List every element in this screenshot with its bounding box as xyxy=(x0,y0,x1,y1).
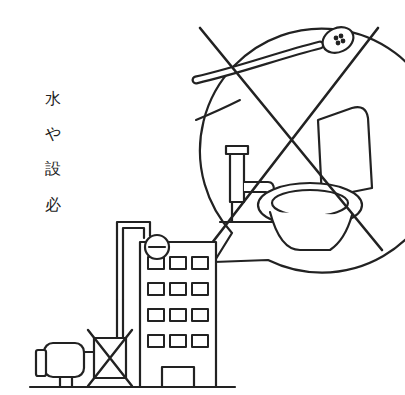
window xyxy=(170,309,186,321)
text-fragment: 設 xyxy=(45,160,61,178)
window xyxy=(148,309,164,321)
window xyxy=(170,257,186,269)
window xyxy=(170,283,186,295)
window xyxy=(192,335,208,347)
speech-bubble xyxy=(200,29,405,273)
pump-box-crossed xyxy=(88,300,132,386)
shower-hose-inner xyxy=(196,45,320,80)
text-fragment: 必 xyxy=(45,196,61,214)
window xyxy=(192,283,208,295)
window xyxy=(148,283,164,295)
shower-hose xyxy=(196,45,320,80)
cross-mark xyxy=(200,28,382,252)
window xyxy=(192,257,208,269)
shower-tube xyxy=(196,100,240,120)
ground-tank xyxy=(36,343,94,387)
window xyxy=(148,335,164,347)
building xyxy=(117,222,216,387)
window xyxy=(192,309,208,321)
ground-line xyxy=(30,386,235,388)
toilet xyxy=(258,107,372,250)
text-fragment: や xyxy=(45,125,61,143)
text-fragment: 水 xyxy=(45,90,61,108)
window xyxy=(170,335,186,347)
shower-head xyxy=(318,22,357,57)
